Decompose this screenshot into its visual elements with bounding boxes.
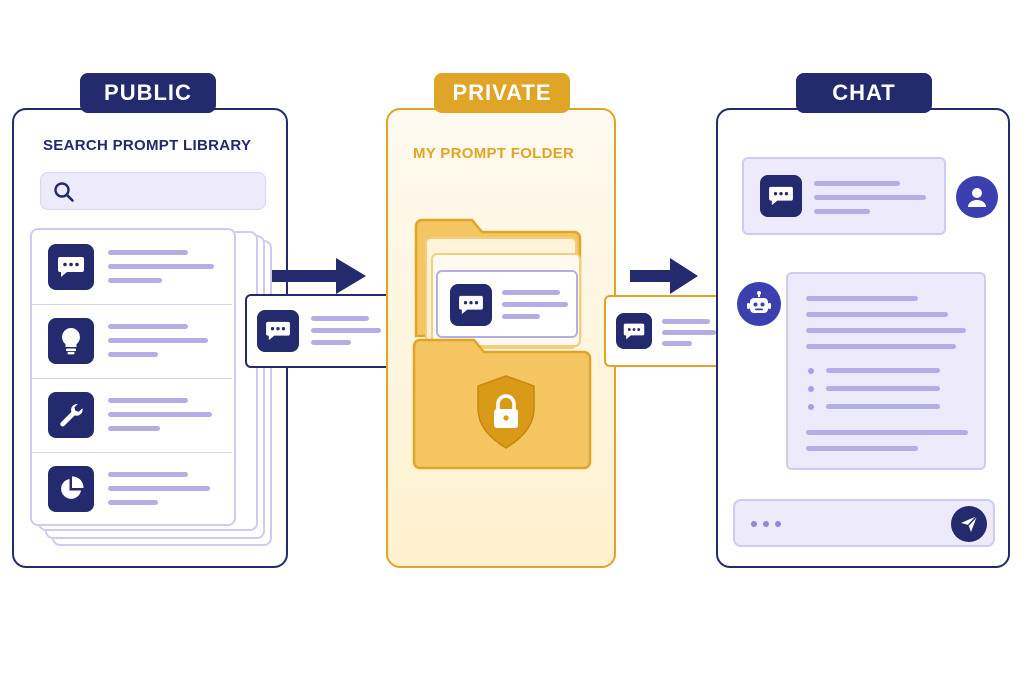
chat-tab: CHAT [796, 73, 932, 113]
send-button[interactable] [951, 506, 987, 542]
send-icon [961, 515, 978, 532]
line-placeholder [108, 352, 158, 357]
line-placeholder [826, 368, 940, 373]
line-placeholder [108, 324, 188, 329]
chat-bubble-icon [760, 175, 802, 217]
line-placeholder [814, 195, 926, 200]
private-subtitle: MY PROMPT FOLDER [413, 145, 575, 162]
line-placeholder [806, 312, 948, 317]
line-placeholder [108, 412, 212, 417]
private-tab-label: PRIVATE [452, 80, 552, 105]
line-placeholder [311, 328, 381, 333]
bullet-dot [808, 404, 814, 410]
line-placeholder [108, 500, 158, 505]
line-placeholder [502, 290, 560, 295]
line-placeholder [502, 302, 568, 307]
saved-prompt-card[interactable] [436, 270, 578, 338]
line-placeholder [502, 314, 540, 319]
private-tab: PRIVATE [434, 73, 570, 113]
chat-bubble-icon [257, 310, 299, 352]
public-tab-label: PUBLIC [104, 80, 192, 105]
line-placeholder [108, 426, 160, 431]
line-placeholder [662, 319, 710, 324]
bot-response [786, 272, 986, 470]
dragged-prompt-card[interactable] [245, 294, 391, 368]
inserted-prompt-card[interactable] [604, 295, 724, 367]
chat-bubble-icon [616, 313, 652, 349]
line-placeholder [108, 398, 188, 403]
line-placeholder [311, 316, 369, 321]
line-placeholder [108, 250, 188, 255]
line-placeholder [806, 328, 966, 333]
locked-folder-icon [412, 218, 592, 470]
line-placeholder [826, 404, 940, 409]
line-placeholder [662, 330, 716, 335]
public-tab: PUBLIC [80, 73, 216, 113]
chat-bubble-icon [450, 284, 492, 326]
arrow-right-icon [272, 258, 366, 294]
line-placeholder [108, 338, 208, 343]
library-item-idea[interactable] [32, 304, 232, 379]
line-placeholder [108, 278, 162, 283]
library-item-chart[interactable] [32, 452, 232, 526]
bullet-dot [808, 368, 814, 374]
library-item-chat[interactable] [32, 230, 232, 305]
line-placeholder [814, 181, 900, 186]
message-input[interactable] [733, 499, 995, 547]
robot-icon [737, 282, 781, 326]
search-icon [54, 182, 74, 202]
line-placeholder [311, 340, 351, 345]
line-placeholder [806, 430, 968, 435]
line-placeholder [662, 341, 692, 346]
line-placeholder [806, 344, 956, 349]
line-placeholder [814, 209, 870, 214]
library-item-tool[interactable] [32, 378, 232, 453]
line-placeholder [806, 446, 918, 451]
line-placeholder [826, 386, 940, 391]
public-subtitle: SEARCH PROMPT LIBRARY [43, 137, 252, 154]
bullet-dot [808, 386, 814, 392]
user-avatar-icon [956, 176, 998, 218]
chat-bubble-icon [48, 244, 94, 290]
user-message [742, 157, 946, 235]
wrench-icon [48, 392, 94, 438]
chat-tab-label: CHAT [832, 80, 896, 105]
line-placeholder [108, 486, 210, 491]
arrow-right-icon [630, 258, 698, 294]
search-input[interactable] [40, 172, 266, 210]
line-placeholder [108, 472, 188, 477]
line-placeholder [806, 296, 918, 301]
line-placeholder [108, 264, 214, 269]
lightbulb-icon [48, 318, 94, 364]
pie-chart-icon [48, 466, 94, 512]
